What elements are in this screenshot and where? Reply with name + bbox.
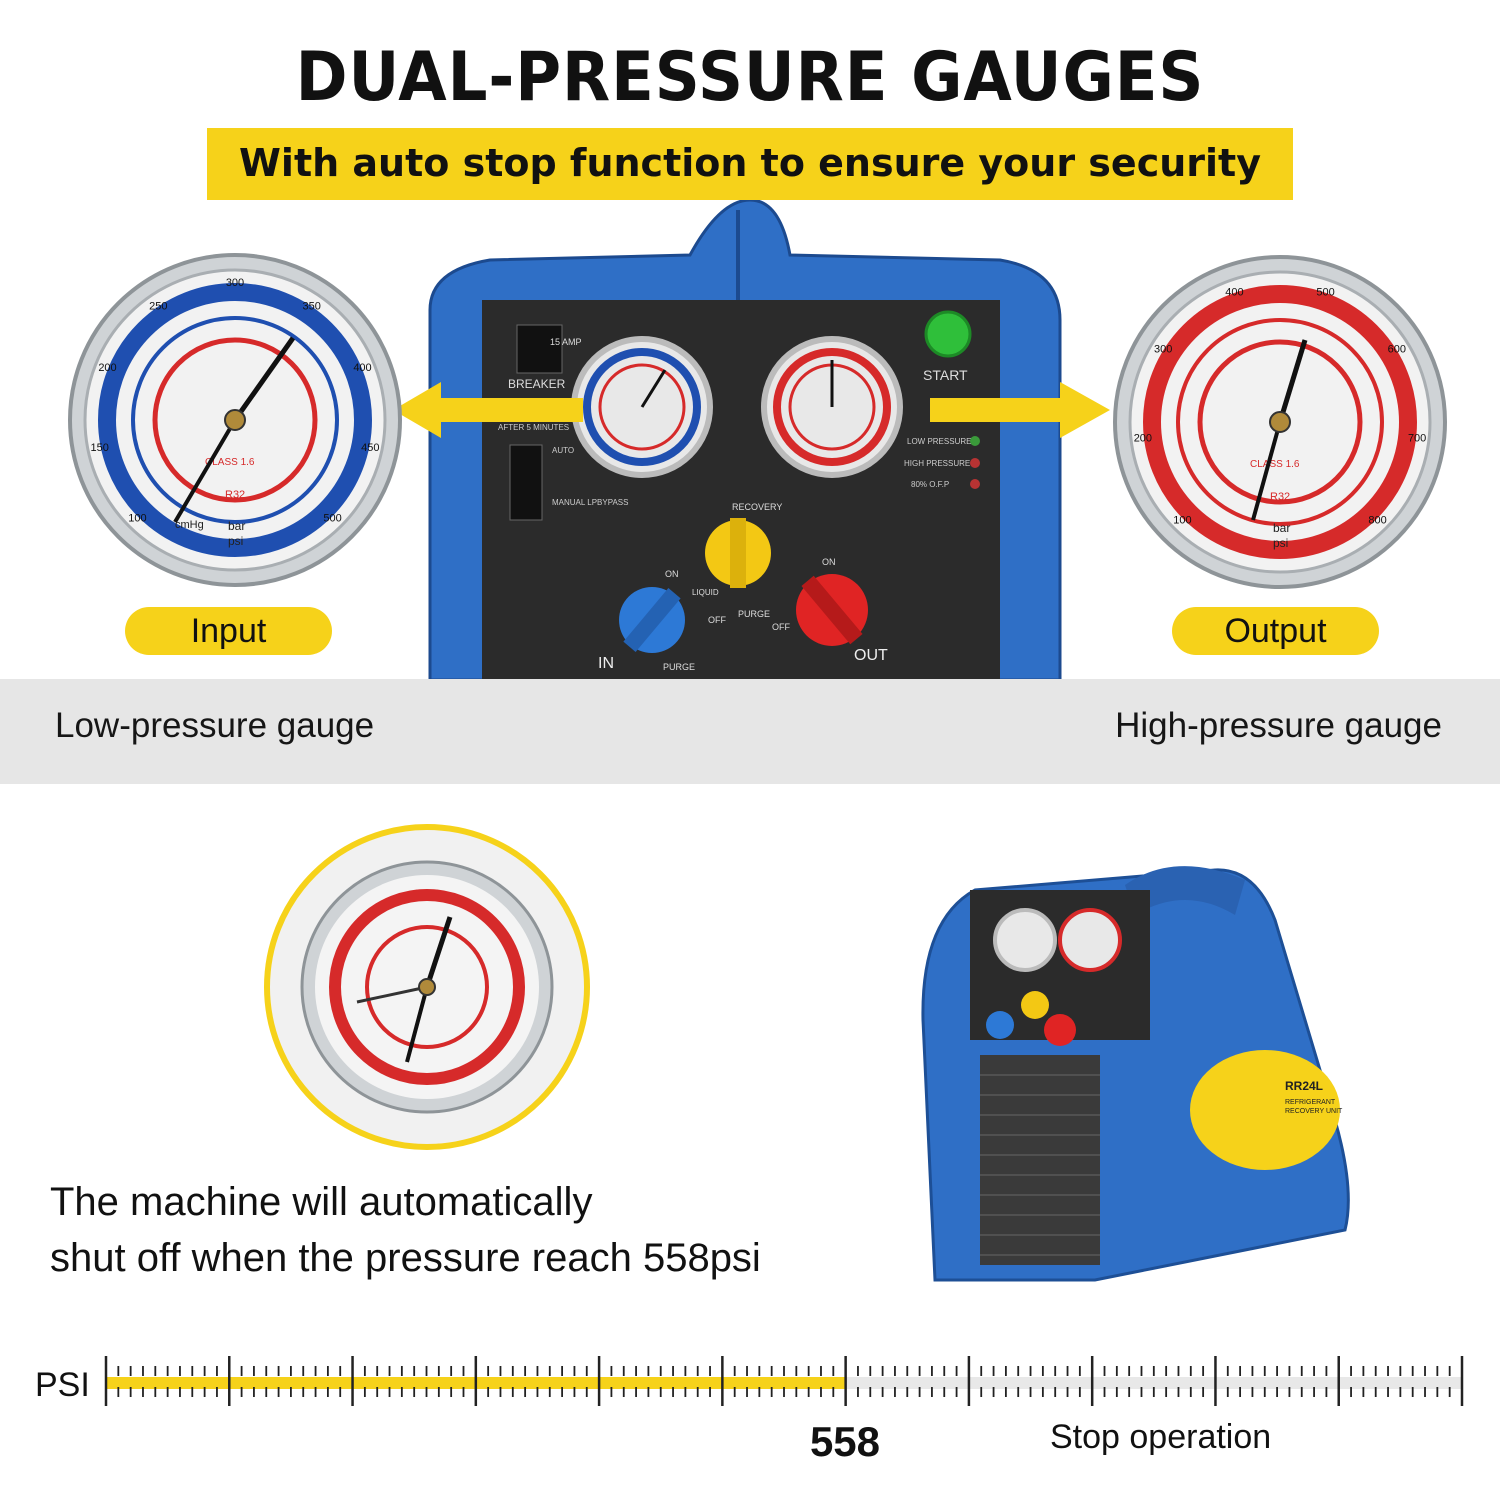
output-scale-label: 700 (1408, 432, 1426, 444)
input-scale-label: 150 (90, 442, 108, 454)
input-scale-label: 250 (149, 300, 167, 312)
input-needle (173, 418, 237, 524)
start-label: START (923, 367, 968, 383)
subheadline-bar (207, 128, 1293, 200)
off-left-label: OFF (708, 615, 726, 625)
stop-value: 558 (809, 1418, 881, 1465)
auto-stop-line2: shut off when the pressure reach 558psi (50, 1236, 761, 1280)
output-needle (1277, 339, 1308, 423)
input-pill: Input (125, 607, 332, 655)
product-label-line1: REFRIGERANT (1285, 1099, 1336, 1106)
off-right-label: OFF (772, 622, 790, 632)
output-scale: 100 200 300 400 500 600 700 800 (1134, 287, 1427, 527)
input-scale-label: 300 (226, 277, 244, 289)
product-machine-illustration: RR24L REFRIGERANT RECOVERY UNIT (921, 866, 1350, 1282)
after-label: AFTER 5 MINUTES (498, 423, 569, 432)
input-class-label: CLASS 1.6 (205, 457, 255, 468)
out-label: OUT (854, 647, 888, 664)
auto-stop-line1: The machine will automatically (50, 1180, 593, 1224)
output-gauge-illustration: 100 200 300 400 500 600 700 800 CLASS 1.6 R32 b… (1113, 255, 1447, 589)
ofp-label: 80% O.F.P (911, 480, 949, 489)
output-scale-label: 100 (1173, 515, 1191, 527)
output-scale-label: 300 (1154, 344, 1172, 356)
subheadline: With auto stop function to ensure your s… (239, 141, 1261, 185)
output-scale-label: 200 (1134, 432, 1152, 444)
start-button[interactable] (924, 310, 972, 358)
scale-ticks (104, 1356, 1464, 1406)
product-label-line2: RECOVERY UNIT (1285, 1108, 1343, 1115)
stop-operation-label: Stop operation (1050, 1418, 1272, 1456)
input-bar-label: bar (228, 519, 245, 533)
auto-label: AUTO (552, 446, 574, 455)
breaker-label: BREAKER (508, 377, 566, 391)
input-scale-label: 400 (353, 362, 371, 374)
input-scale: 100 150 200 250 300 350 400 450 500 (90, 277, 379, 525)
purge-left-label: PURGE (663, 662, 695, 672)
left-arrow-icon (393, 382, 583, 438)
output-pill: Output (1172, 607, 1379, 655)
recovery-label: RECOVERY (732, 502, 782, 512)
on-right-label: ON (822, 557, 836, 567)
output-scale-label: 500 (1316, 287, 1334, 299)
input-scale-label: 450 (361, 442, 379, 454)
input-gauge-illustration: 100 150 200 250 300 350 400 450 500 CLASS 1.6 R3… (68, 253, 402, 587)
in-label: IN (598, 655, 614, 672)
psi-scale-bar (104, 1356, 1464, 1406)
input-scale-label: 500 (323, 513, 341, 525)
liquid-label: LIQUID (692, 588, 719, 597)
output-scale-label: 800 (1368, 515, 1386, 527)
input-scale-label: 350 (302, 300, 320, 312)
right-arrow-icon (930, 382, 1110, 438)
on-left-label: ON (665, 569, 679, 579)
high-pressure-label: HIGH PRESSURE (904, 459, 970, 468)
psi-label: PSI (35, 1366, 90, 1404)
purge-mid-label: PURGE (738, 609, 770, 619)
low-pressure-gauge-label: Low-pressure gauge (55, 706, 375, 745)
high-pressure-gauge-label: High-pressure gauge (1115, 706, 1442, 745)
machine-panel-illustration: 15 AMP BREAKER AFTER 5 MINUTES AUTO MANU… (428, 200, 1062, 680)
input-scale-label: 100 (128, 513, 146, 525)
gauge-type-band (0, 679, 1500, 784)
manual-label: MANUAL LPBYPASS (552, 498, 628, 507)
headline: DUAL-PRESSURE GAUGES (295, 38, 1205, 117)
amp-label: 15 AMP (550, 337, 582, 347)
low-pressure-label: LOW PRESSURE (907, 437, 971, 446)
output-scale-label: 600 (1388, 344, 1406, 356)
input-scale-label: 200 (98, 362, 116, 374)
input-refrigerant-label: R32 (225, 489, 245, 501)
zoomed-gauge-illustration (264, 824, 590, 1150)
output-psi-label: psi (1273, 536, 1288, 550)
input-psi-label: psi (228, 534, 243, 548)
product-model: RR24L (1285, 1079, 1323, 1093)
output-class-label: CLASS 1.6 (1250, 459, 1300, 470)
output-scale-label: 400 (1225, 287, 1243, 299)
input-cmhg-label: cmHg (175, 519, 204, 531)
output-bar-label: bar (1273, 521, 1290, 535)
output-refrigerant-label: R32 (1270, 491, 1290, 503)
mode-switch[interactable] (509, 444, 543, 521)
